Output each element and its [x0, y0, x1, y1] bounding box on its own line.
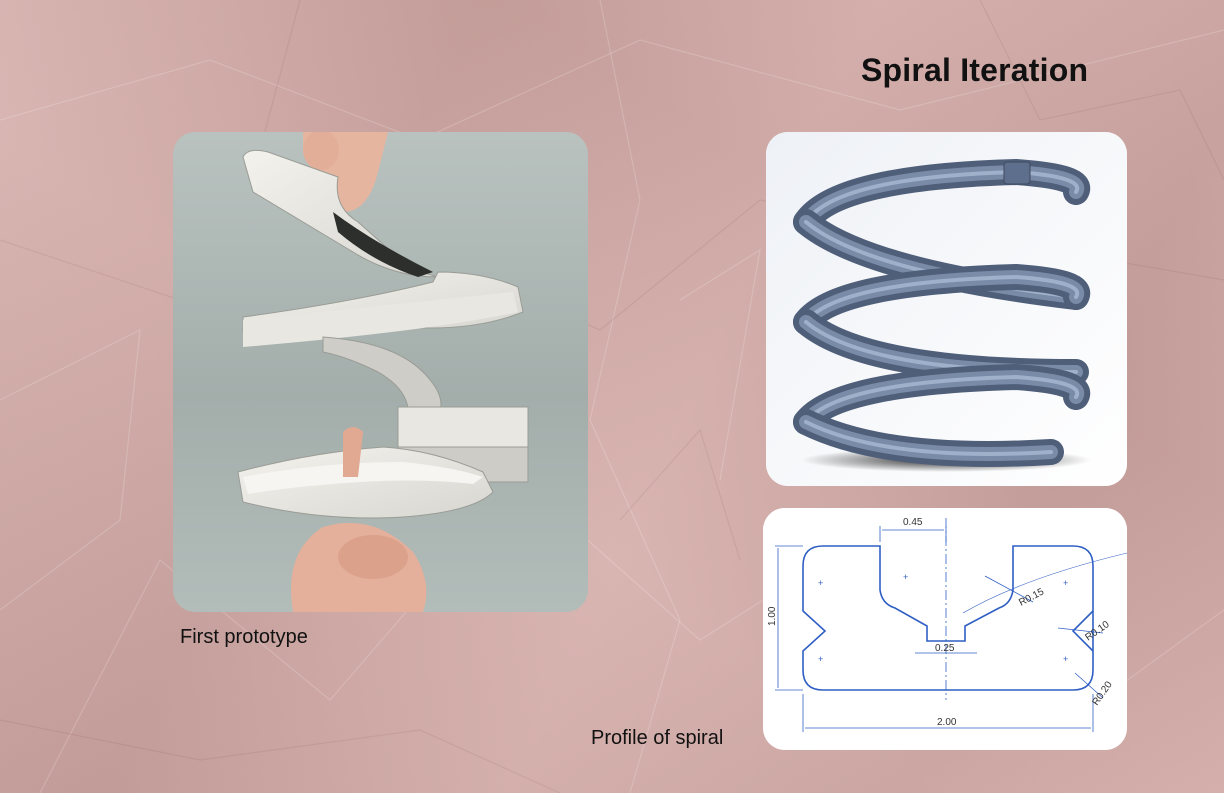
svg-text:+: +: [903, 572, 908, 582]
prototype-photo: [173, 132, 588, 612]
svg-text:+: +: [818, 654, 823, 664]
dim-top-slot-width: 0.45: [903, 517, 923, 528]
dim-height: 1.00: [767, 606, 778, 626]
svg-text:+: +: [1063, 654, 1068, 664]
spiral-profile-drawing: + + + + + 0.45 0.25 1.00 2.00 R0.15 R0.1…: [763, 508, 1127, 750]
dim-width: 2.00: [937, 717, 957, 728]
profile-caption: Profile of spiral: [591, 727, 724, 749]
svg-text:+: +: [818, 578, 823, 588]
spiral-3d-render: [766, 132, 1127, 486]
page-title: Spiral Iteration: [861, 52, 1089, 88]
svg-text:+: +: [1063, 578, 1068, 588]
dim-bottom-slot-width: 0.25: [935, 643, 955, 654]
prototype-caption: First prototype: [180, 626, 308, 648]
